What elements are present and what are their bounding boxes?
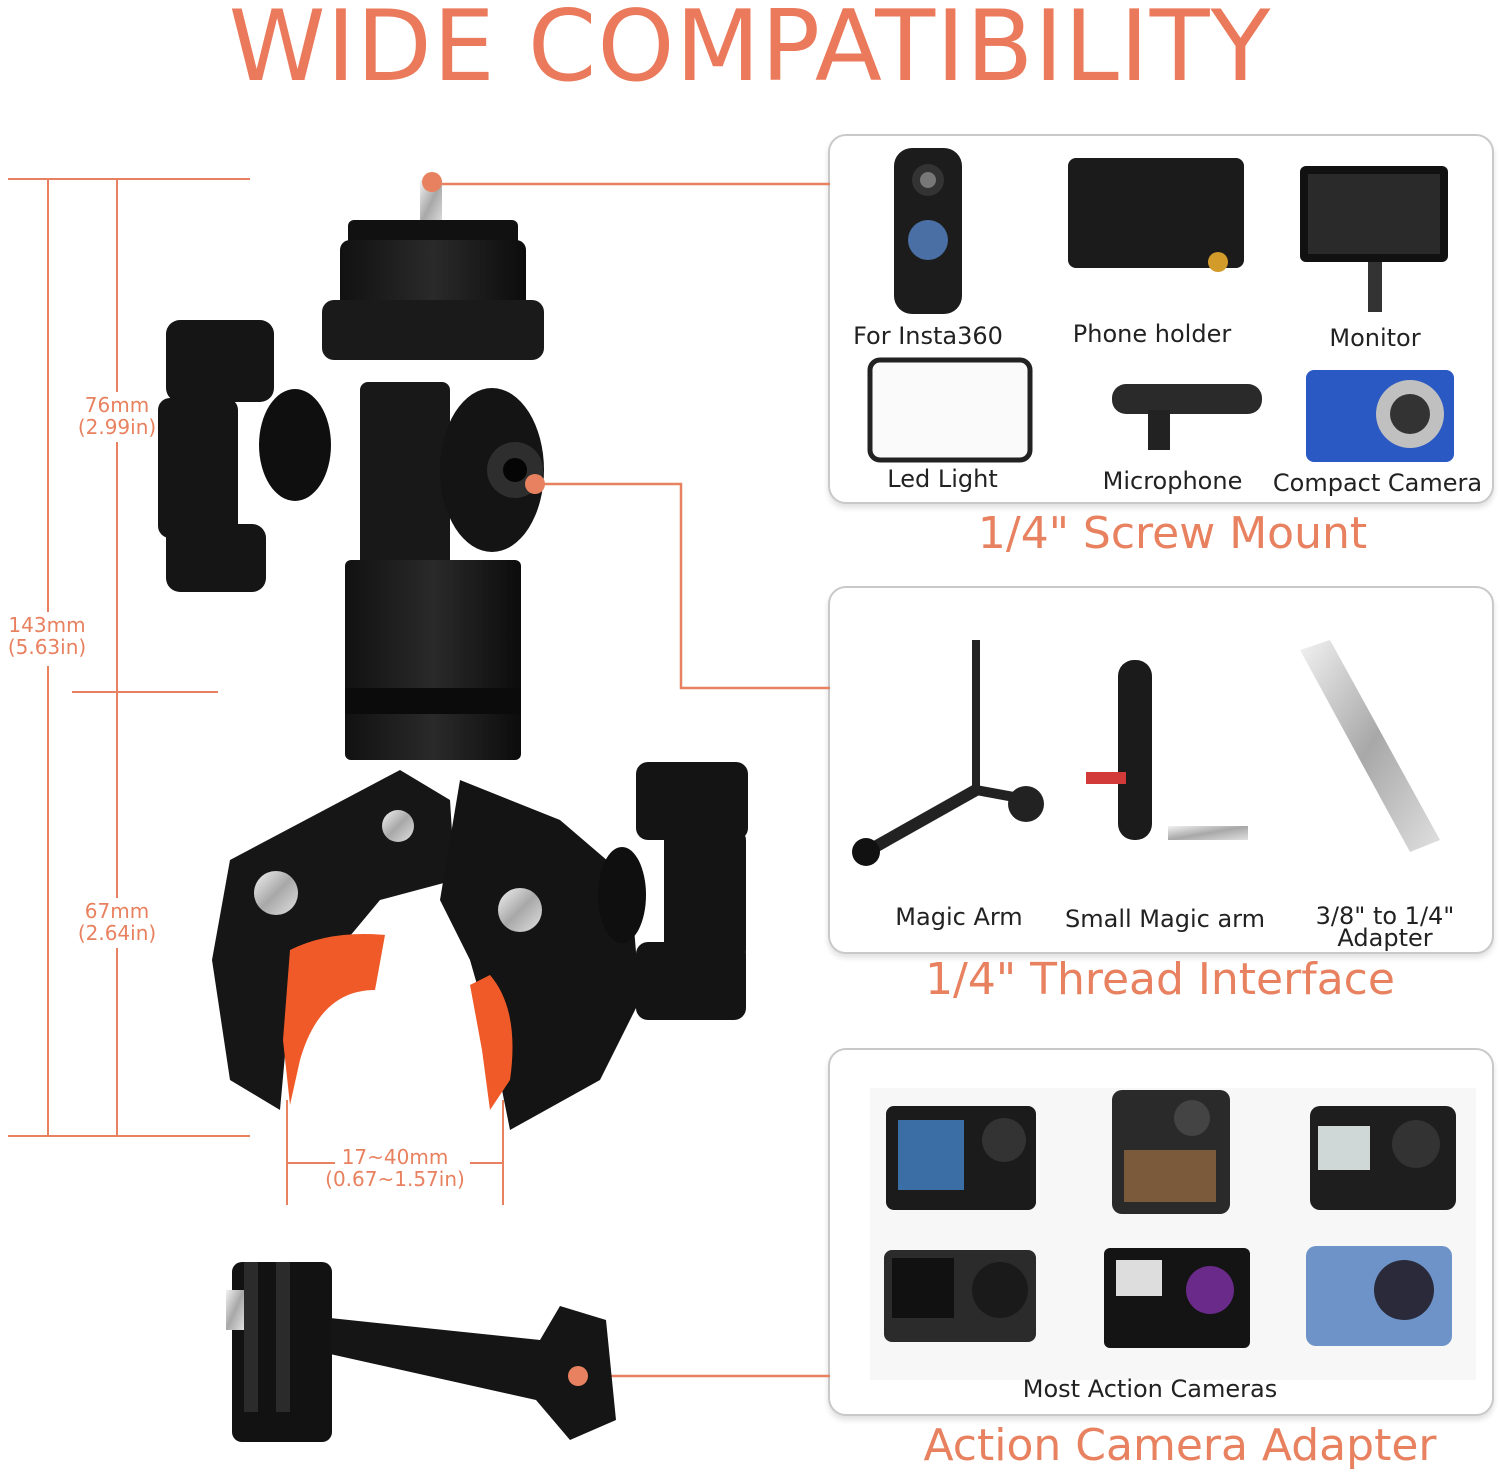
item-label: 3/8" to 1/4"	[1315, 902, 1455, 930]
page-title: WIDE COMPATIBILITY	[228, 0, 1272, 104]
dimension-lower-mm: 67mm	[84, 899, 150, 923]
screw-mount-icons	[867, 148, 1454, 463]
mount-column	[322, 220, 545, 760]
item-label: Small Magic arm	[1065, 905, 1265, 933]
item-label: For Insta360	[853, 322, 1003, 350]
action-camera-icons	[870, 1088, 1476, 1380]
item-label: Compact Camera	[1272, 469, 1483, 497]
item-label: Monitor	[1329, 324, 1421, 352]
top-screw	[420, 180, 442, 226]
item-label: Most Action Cameras	[1022, 1375, 1278, 1403]
item-label: Magic Arm	[895, 903, 1023, 931]
item-label: Phone holder	[1072, 320, 1232, 348]
dimension-total-mm: 143mm	[8, 613, 86, 637]
item-label: Microphone	[1102, 467, 1243, 495]
dimension-total: 143mm (5.63in)	[0, 614, 102, 658]
right-knob	[598, 762, 748, 1020]
dimension-lines	[8, 178, 504, 1205]
connector-dot	[422, 172, 442, 192]
item-label: Led Light	[887, 465, 998, 493]
dimension-clamp-mm: 17~40mm	[341, 1145, 449, 1169]
dimension-lower-in: (2.64in)	[77, 921, 157, 945]
item-label: Adapter	[1337, 924, 1433, 952]
action-camera-title: Action Camera Adapter	[923, 1420, 1437, 1471]
thread-interface-icons	[852, 640, 1440, 866]
thread-interface-title: 1/4" Thread Interface	[925, 954, 1395, 1005]
connector-lines	[432, 182, 830, 1378]
dimension-upper-mm: 76mm	[84, 393, 150, 417]
dimension-clamp: 17~40mm (0.67~1.57in)	[310, 1146, 480, 1190]
dimension-lower: 67mm (2.64in)	[62, 900, 172, 944]
dimension-upper-in: (2.99in)	[77, 415, 157, 439]
dimension-total-in: (5.63in)	[7, 635, 87, 659]
screw-mount-title: 1/4" Screw Mount	[977, 508, 1368, 559]
dimension-upper: 76mm (2.99in)	[62, 394, 172, 438]
dimension-clamp-in: (0.67~1.57in)	[325, 1167, 465, 1191]
clamp-jaws	[212, 770, 640, 1130]
gopro-adapter	[226, 1262, 616, 1442]
left-knob	[158, 320, 331, 592]
